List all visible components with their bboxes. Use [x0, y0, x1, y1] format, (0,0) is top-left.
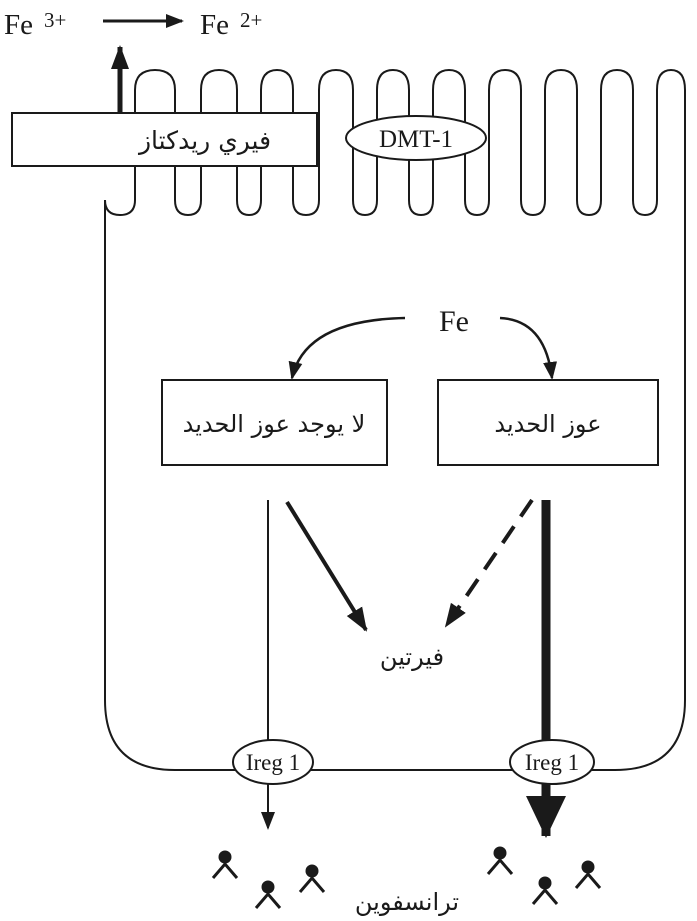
fe3-label: Fe — [4, 9, 33, 41]
transferrin-label: ترانسفوين — [355, 888, 459, 916]
transferrin-icon — [531, 876, 559, 905]
ireg1-left-label: Ireg 1 — [246, 750, 300, 775]
fe-to-no-deficiency-arrow — [288, 316, 406, 380]
ireg1-left-transporter — [232, 739, 314, 785]
ireg1-right-label: Ireg 1 — [525, 750, 579, 775]
fe-to-deficiency-arrow — [499, 316, 558, 380]
no-deficiency-to-ferritin-arrow — [285, 500, 368, 632]
ferritin-label: فيرتين — [380, 643, 444, 671]
transferrin-icon — [298, 864, 326, 893]
iron-deficiency-label: عوز الحديد — [494, 410, 601, 438]
intracellular-fe-label: Fe — [439, 305, 469, 338]
ferric-reductase-box — [11, 112, 318, 167]
ireg1-right-transporter — [509, 739, 595, 785]
fe2-charge: 2+ — [240, 8, 262, 32]
ferric-reductase-label: فيري ريدكتاز — [137, 126, 271, 155]
enterocyte-cell-outline — [104, 68, 686, 771]
transferrin-icon — [254, 880, 282, 909]
iron-deficiency-box — [437, 379, 659, 466]
transferrin-icon — [211, 850, 239, 879]
no-iron-deficiency-box — [161, 379, 388, 466]
fe2-label: Fe — [200, 9, 229, 41]
deficiency-to-ferritin-dashed-arrow — [444, 498, 534, 628]
no-iron-deficiency-label: لا يوجد عوز الحديد — [183, 410, 366, 438]
dmt1-label: DMT-1 — [379, 126, 453, 153]
dmt1-transporter — [345, 115, 487, 161]
transferrin-icon — [574, 860, 602, 889]
transferrin-icon — [486, 846, 514, 875]
fe3-charge: 3+ — [44, 8, 66, 32]
